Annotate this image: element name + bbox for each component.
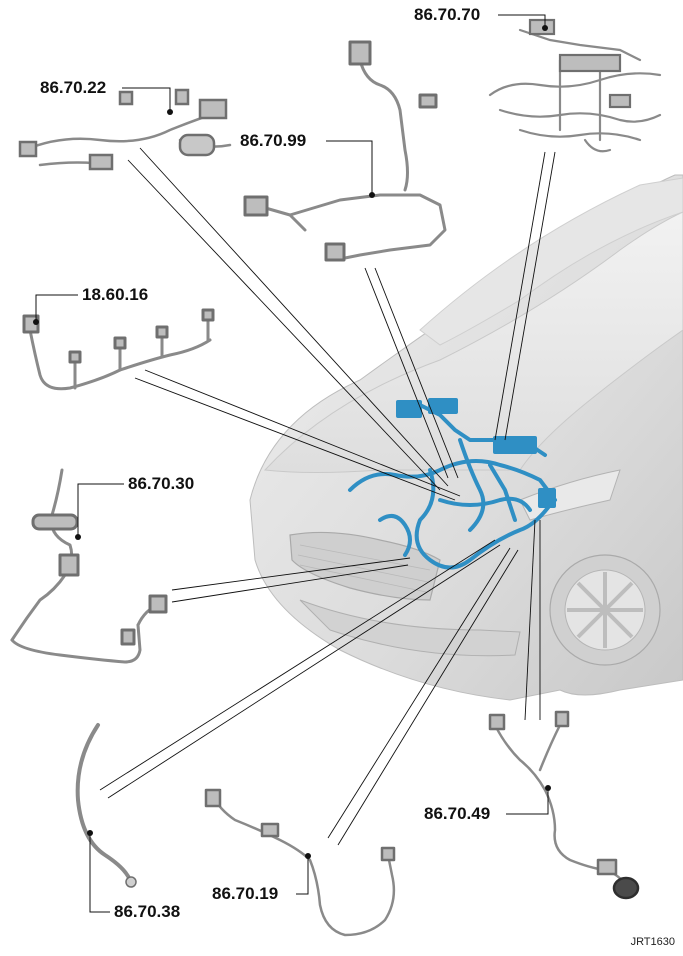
part-86-70-49-illustration	[488, 710, 640, 900]
callout-86-70-30: 86.70.30	[128, 474, 195, 493]
callout-86-70-38: 86.70.38	[114, 902, 181, 921]
part-86-70-70-illustration	[488, 18, 662, 153]
part-86-70-99-illustration	[243, 40, 447, 262]
callout-18-60-16: 18.60.16	[82, 285, 149, 304]
part-86-70-19-illustration	[204, 788, 396, 937]
callout-86-70-19: 86.70.19	[212, 884, 279, 903]
callout-86-70-70: 86.70.70	[414, 5, 481, 24]
callout-86-70-99: 86.70.99	[240, 131, 307, 150]
callout-connectors	[35, 14, 549, 913]
leader-lines	[99, 147, 556, 846]
callout-86-70-49: 86.70.49	[424, 804, 491, 823]
figure-reference: JRT1630	[630, 936, 675, 948]
part-86-70-22-illustration	[18, 88, 232, 171]
part-18-60-16-illustration	[22, 308, 215, 391]
installed-harness	[348, 398, 557, 570]
callout-86-70-22: 86.70.22	[40, 78, 107, 97]
part-86-70-38-illustration	[75, 723, 137, 888]
part-86-70-30-illustration	[10, 468, 168, 664]
callout-dots	[33, 25, 551, 859]
